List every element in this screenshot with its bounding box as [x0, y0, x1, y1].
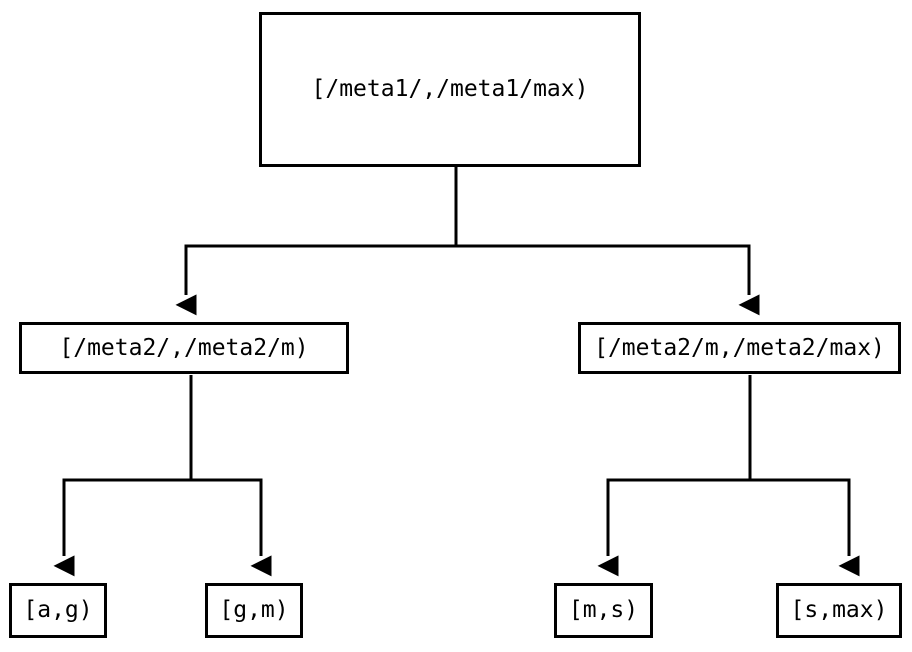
- edge-root-to-meta2-low: [175, 167, 458, 316]
- edge-meta2-low-to-leaf-ag: [53, 375, 193, 577]
- tree-node-meta2-low-label: [/meta2/,/meta2/m): [59, 334, 309, 361]
- edge-meta2-high-to-leaf-smax: [750, 478, 860, 577]
- tree-node-meta2-high[interactable]: [/meta2/m,/meta2/max): [578, 322, 901, 374]
- edge-root-to-meta2-high: [456, 244, 760, 316]
- tree-node-leaf-ag[interactable]: [a,g): [9, 583, 107, 638]
- tree-node-meta2-low[interactable]: [/meta2/,/meta2/m): [19, 322, 349, 374]
- tree-node-leaf-smax-label: [s,max): [790, 597, 888, 623]
- tree-node-leaf-smax[interactable]: [s,max): [776, 583, 902, 638]
- tree-node-leaf-ag-label: [a,g): [23, 597, 93, 623]
- edge-meta2-low-to-leaf-gm: [191, 478, 272, 577]
- tree-node-root-label: [/meta1/,/meta1/max): [311, 76, 589, 102]
- tree-node-leaf-gm[interactable]: [g,m): [205, 583, 303, 638]
- tree-node-leaf-ms-label: [m,s): [568, 597, 639, 623]
- tree-node-leaf-ms[interactable]: [m,s): [554, 583, 653, 638]
- tree-node-meta2-high-label: [/meta2/m,/meta2/max): [594, 334, 885, 361]
- edge-meta2-high-to-leaf-ms: [597, 375, 752, 577]
- tree-node-root[interactable]: [/meta1/,/meta1/max): [259, 12, 641, 167]
- tree-node-leaf-gm-label: [g,m): [219, 597, 289, 623]
